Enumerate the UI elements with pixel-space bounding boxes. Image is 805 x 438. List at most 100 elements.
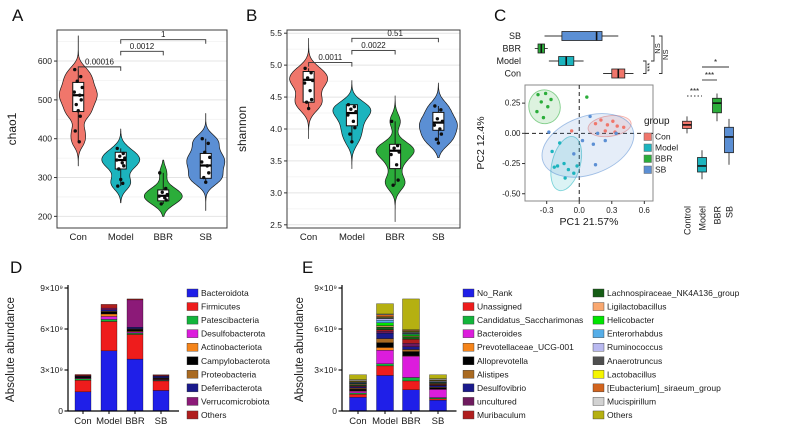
data-point (348, 132, 352, 136)
data-point (78, 93, 82, 97)
data-point (203, 150, 207, 154)
right-sig-label: *** (705, 71, 714, 80)
data-point (207, 171, 211, 175)
x-category-label: Con (349, 416, 366, 427)
data-point (352, 104, 357, 109)
plot-background (57, 30, 227, 228)
significance-bracket (120, 39, 207, 44)
bar-segment (152, 390, 170, 412)
legend-label: No_Rank (477, 288, 513, 298)
bar-segment (349, 374, 367, 380)
data-point (439, 108, 443, 112)
data-point (202, 175, 206, 180)
pca-point-BBR (543, 91, 548, 96)
data-point (204, 180, 208, 184)
bar-segment (349, 386, 367, 389)
bar-segment (349, 391, 367, 394)
bar-segment (74, 378, 92, 381)
bar-segment (376, 350, 394, 365)
data-point (72, 90, 76, 94)
pca-point-BBR (585, 95, 589, 99)
right-box-label: SB (725, 206, 735, 218)
panel-letter-C: C (494, 6, 507, 25)
legend-swatch (186, 302, 199, 311)
top-box-label: Con (504, 69, 521, 79)
legend-title: group (644, 116, 670, 127)
data-point (305, 76, 310, 80)
legend-label: Alistipes (477, 369, 509, 379)
legend-label-SB: SB (655, 165, 667, 175)
bar-segment (402, 334, 420, 336)
y-tick-label: 2.5 (270, 220, 282, 230)
legend-swatch (592, 370, 605, 379)
data-point (346, 113, 350, 117)
data-point (310, 78, 315, 83)
data-point (121, 151, 125, 156)
significance-bracket (77, 66, 122, 71)
bar-segment (376, 317, 394, 319)
bar-segment (402, 389, 420, 412)
data-point (79, 74, 83, 79)
data-point (208, 155, 212, 160)
bar-segment (100, 304, 118, 309)
legend-swatch (462, 315, 475, 325)
y-tick-label: 3×10⁹ (314, 365, 337, 375)
right-box-label: Model (698, 206, 708, 231)
x-category-label: SB (199, 232, 212, 243)
bar-segment (376, 325, 394, 328)
data-point (433, 104, 437, 108)
data-point (432, 123, 437, 127)
pca-point-Model (566, 167, 571, 172)
bar-segment (152, 376, 170, 378)
y-tick-label: 6×10⁹ (314, 324, 337, 334)
bar-segment (402, 339, 420, 344)
legend-label: Others (201, 410, 227, 420)
bar-segment (402, 351, 420, 356)
legend-swatch-SB (643, 165, 652, 174)
ellipse-Con (587, 115, 632, 138)
bar-segment (126, 332, 144, 335)
y-tick-label: 400 (38, 134, 52, 144)
x-category-label: Con (70, 232, 87, 243)
data-point (115, 158, 119, 162)
legend-swatch (592, 397, 605, 406)
y-tick-label: 6×10⁹ (40, 324, 63, 334)
legend-label: Verrucomicrobiota (201, 396, 270, 406)
top-sig-bracket (643, 60, 647, 74)
data-point (121, 181, 125, 186)
bar-segment (100, 309, 118, 312)
pca-point-BBR (541, 115, 546, 120)
legend-swatch (592, 356, 605, 365)
legend-swatch (186, 356, 199, 365)
pca-point-Con (622, 125, 626, 129)
bar-segment (376, 318, 394, 321)
bar-segment (349, 392, 367, 395)
bar-segment (376, 363, 394, 367)
right-sig-label: * (714, 58, 717, 67)
x-category-label: BBR (401, 416, 421, 427)
data-point (117, 167, 121, 171)
data-point (350, 140, 354, 144)
panel-letter-E: E (302, 258, 314, 277)
pca-point-Model (562, 161, 566, 166)
data-point (200, 137, 204, 141)
bar-segment (376, 347, 394, 351)
pca-point-SB (603, 138, 607, 143)
bar-segment (402, 298, 420, 330)
data-point (439, 132, 444, 136)
top-sig-label: NS (653, 43, 662, 53)
bar-segment (349, 397, 367, 412)
top-sig-label: *** (645, 63, 654, 72)
bar-segment (126, 358, 144, 412)
bar-segment (376, 375, 394, 412)
data-point (303, 66, 307, 71)
pca-point-Con (615, 124, 619, 128)
data-point (159, 202, 163, 206)
data-point (392, 146, 396, 150)
y-tick-label: 0 (58, 406, 63, 416)
x-category-label: SB (432, 232, 445, 243)
y-tick-label: 5.5 (270, 28, 282, 38)
